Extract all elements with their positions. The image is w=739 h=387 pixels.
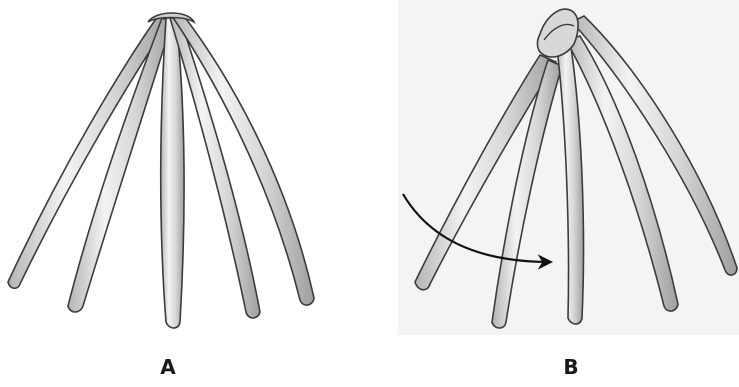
panel-b-rod-3 (556, 40, 584, 324)
panel-a-rod-2 (68, 18, 172, 312)
panel-label-b: B (556, 357, 586, 377)
panel-label-a: A (153, 357, 183, 377)
panel-a-rods (8, 13, 314, 328)
panel-a-rod-3 (161, 18, 184, 328)
panel-b-rods (415, 9, 737, 328)
